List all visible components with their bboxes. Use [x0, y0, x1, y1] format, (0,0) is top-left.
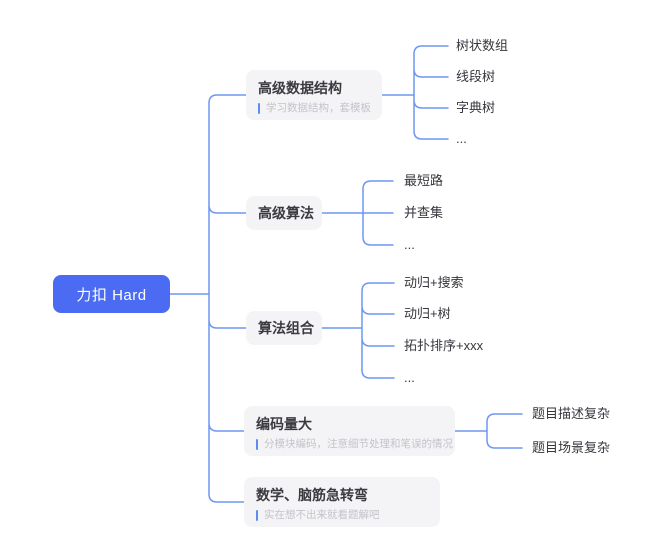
branch-note-text: 学习数据结构，套模板 — [266, 102, 371, 114]
root-node[interactable]: 力扣 Hard — [53, 275, 170, 313]
leaf-topic[interactable]: 并查集 — [404, 205, 444, 220]
branch-title: 高级数据结构 — [258, 80, 342, 96]
root-label: 力扣 Hard — [76, 286, 147, 304]
connector-branch2-children — [321, 180, 394, 246]
branch-note: 分模块编码，注意细节处理和笔误的情况 — [256, 437, 453, 451]
branch-title: 数学、脑筋急转弯 — [256, 487, 368, 503]
branch-title: 算法组合 — [258, 320, 314, 336]
note-bar-icon — [256, 438, 258, 450]
branch-title: 编码量大 — [256, 416, 312, 432]
connector-branch4-children — [454, 413, 523, 449]
connector-root-trunk — [169, 94, 247, 503]
leaf-topic[interactable]: 题目场景复杂 — [532, 440, 611, 455]
note-bar-icon — [258, 102, 260, 114]
leaf-topic[interactable]: 动归+搜索 — [404, 275, 464, 290]
branch-node-advanced-algorithms[interactable]: 高级算法 — [246, 196, 322, 230]
branch-note-text: 分模块编码，注意细节处理和笔误的情况 — [264, 438, 453, 450]
leaf-topic[interactable]: 拓扑排序+xxx — [404, 338, 484, 353]
branch-title: 高级算法 — [258, 205, 314, 221]
leaf-topic[interactable]: 最短路 — [404, 173, 444, 188]
branch-note: 学习数据结构，套模板 — [258, 101, 371, 115]
branch-node-advanced-data-structures[interactable]: 高级数据结构 学习数据结构，套模板 — [246, 70, 382, 120]
leaf-topic[interactable]: 题目描述复杂 — [532, 406, 611, 421]
leaf-topic[interactable]: 树状数组 — [456, 38, 509, 53]
branch-note: 实在想不出来就看题解吧 — [256, 508, 428, 522]
branch-node-math-brain-teasers[interactable]: 数学、脑筋急转弯 实在想不出来就看题解吧 — [244, 477, 440, 527]
leaf-topic[interactable]: ... — [404, 370, 415, 385]
leaf-topic[interactable]: 动归+树 — [404, 306, 451, 321]
connector-branch3-children — [321, 282, 395, 379]
branch-note-text: 实在想不出来就看题解吧 — [264, 509, 380, 521]
branch-node-algorithm-combos[interactable]: 算法组合 — [246, 311, 322, 345]
note-bar-icon — [256, 509, 258, 521]
branch-node-heavy-coding[interactable]: 编码量大 分模块编码，注意细节处理和笔误的情况 — [244, 406, 455, 456]
connector-branch1-children — [381, 45, 449, 140]
leaf-topic[interactable]: ... — [404, 237, 415, 252]
leaf-topic[interactable]: 字典树 — [456, 100, 496, 115]
leaf-topic[interactable]: 线段树 — [456, 69, 496, 84]
leaf-topic[interactable]: ... — [456, 131, 467, 146]
